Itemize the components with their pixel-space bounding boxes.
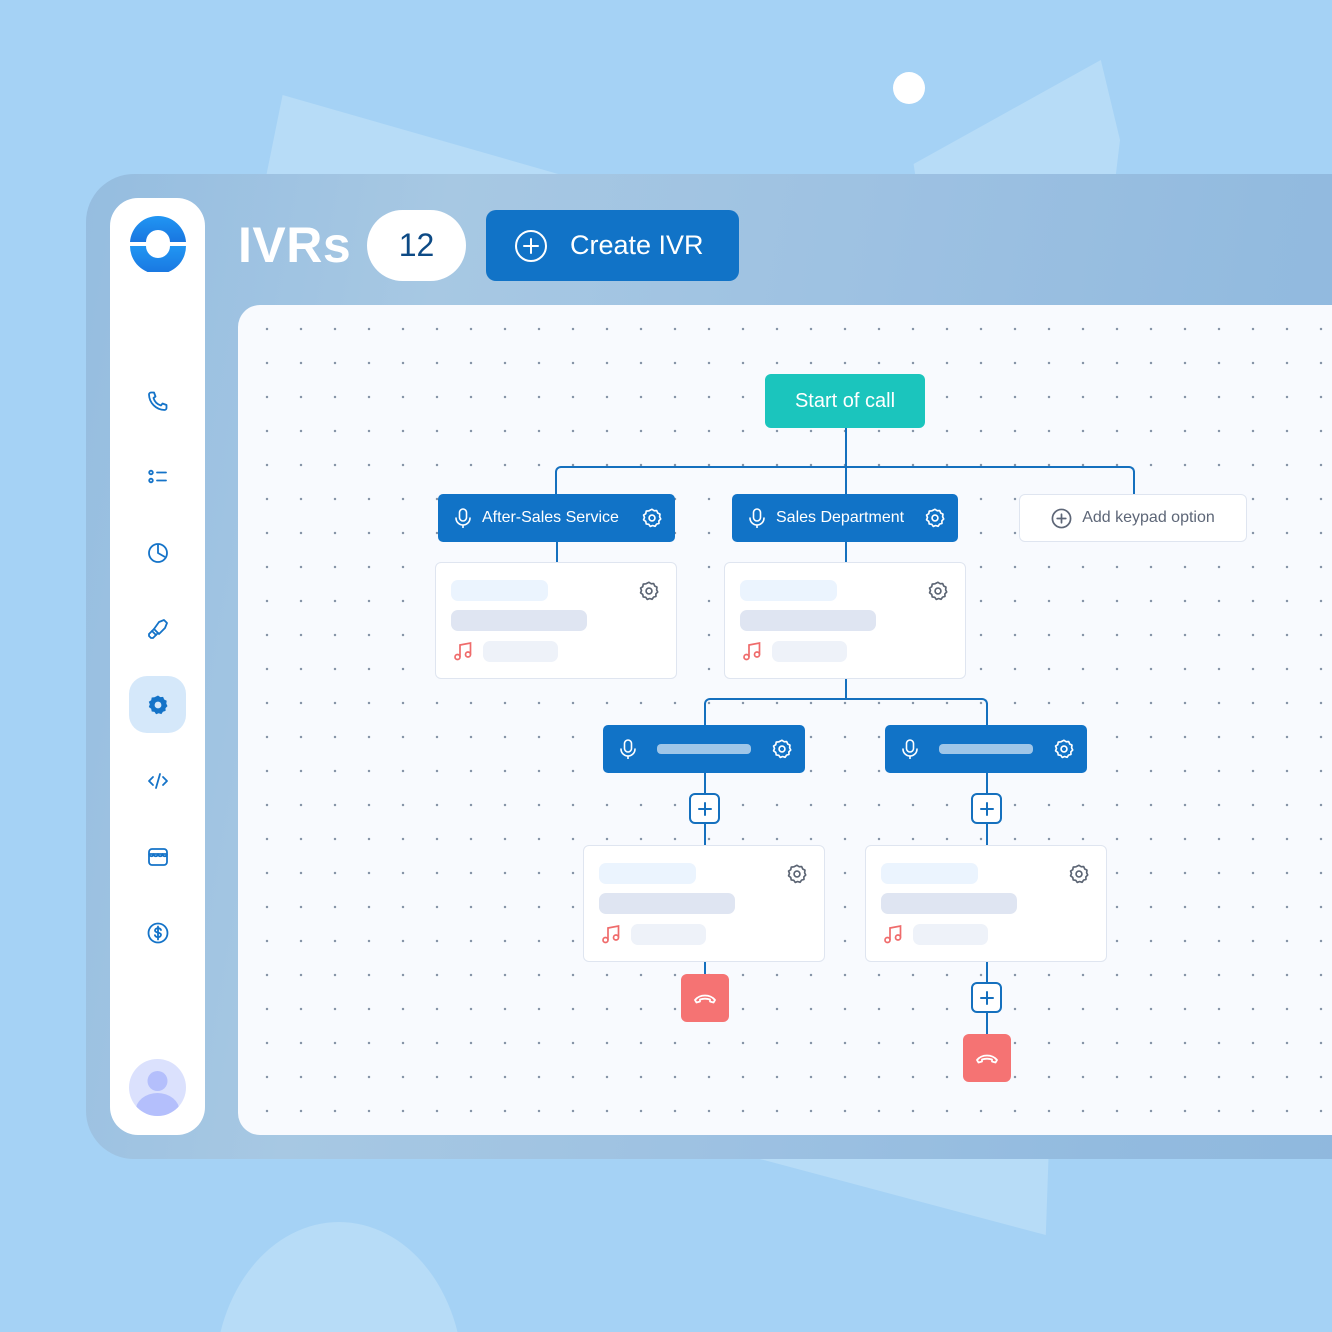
hang-up-node[interactable] (963, 1034, 1011, 1082)
hang-up-node[interactable] (681, 974, 729, 1022)
microphone-icon (455, 508, 471, 528)
microphone-icon (902, 739, 918, 759)
gear-icon[interactable] (927, 580, 949, 602)
sidebar-item-integrations[interactable] (129, 600, 186, 657)
option-label: After-Sales Service (482, 509, 619, 526)
microphone-icon (749, 508, 765, 528)
skeleton-line (599, 893, 735, 914)
plus-icon (979, 801, 994, 816)
microphone-icon (620, 739, 636, 759)
skeleton-line (451, 610, 587, 631)
message-card[interactable] (583, 845, 825, 962)
skeleton-line (913, 924, 988, 945)
background-shape (215, 1222, 463, 1332)
connector (845, 428, 847, 468)
sidebar-item-analytics[interactable] (129, 524, 186, 581)
gear-icon[interactable] (786, 863, 808, 885)
list-icon (147, 469, 167, 483)
plus-circle-icon (515, 229, 547, 262)
skeleton-label (657, 744, 751, 754)
skeleton-line (599, 863, 696, 884)
skeleton-line (740, 580, 837, 601)
add-step-button[interactable] (689, 793, 720, 824)
plus-icon (979, 990, 994, 1005)
store-icon (147, 847, 168, 866)
gear-icon[interactable] (924, 507, 946, 529)
skeleton-line (881, 863, 978, 884)
music-note-icon (743, 641, 761, 661)
flow-canvas[interactable] (238, 305, 1332, 1135)
skeleton-line (483, 641, 558, 662)
skeleton-line (740, 610, 876, 631)
gear-icon[interactable] (638, 580, 660, 602)
code-icon (147, 772, 168, 789)
skeleton-line (881, 893, 1017, 914)
sidebar-item-billing[interactable] (129, 904, 186, 961)
hang-up-icon (976, 1054, 998, 1064)
pie-chart-icon (147, 542, 168, 563)
user-icon (135, 1071, 180, 1116)
skeleton-line (631, 924, 706, 945)
music-note-icon (602, 924, 620, 944)
avatar[interactable] (129, 1059, 186, 1116)
keypad-option-placeholder[interactable] (885, 725, 1087, 773)
dollar-circle-icon (147, 922, 168, 943)
connector (845, 466, 847, 496)
option-label: Sales Department (776, 509, 905, 526)
connector (704, 961, 706, 975)
gear-icon[interactable] (1068, 863, 1090, 885)
skeleton-line (451, 580, 548, 601)
background-dot (893, 72, 925, 104)
add-step-button[interactable] (971, 793, 1002, 824)
ivr-count-badge: 12 (367, 210, 466, 281)
gear-icon (148, 695, 167, 714)
sidebar (110, 198, 205, 1135)
sidebar-item-lists[interactable] (129, 448, 186, 505)
music-note-icon (454, 641, 472, 661)
create-ivr-label: Create IVR (570, 230, 704, 260)
add-keypad-option-button[interactable]: Add keypad option (1019, 494, 1247, 542)
keypad-option-placeholder[interactable] (603, 725, 805, 773)
gear-icon[interactable] (1053, 738, 1075, 760)
message-card[interactable] (724, 562, 966, 679)
connector (845, 542, 847, 564)
create-ivr-button[interactable]: Create IVR (486, 210, 739, 281)
sidebar-item-calls[interactable] (129, 372, 186, 429)
add-keypad-option-label: Add keypad option (1082, 509, 1215, 526)
add-step-button[interactable] (971, 982, 1002, 1013)
sidebar-item-developers[interactable] (129, 752, 186, 809)
connector (704, 698, 988, 726)
music-note-icon (884, 924, 902, 944)
connector (556, 542, 558, 564)
message-card[interactable] (435, 562, 677, 679)
sidebar-item-settings[interactable] (129, 676, 186, 733)
start-of-call-node[interactable]: Start of call (765, 374, 925, 428)
gear-icon[interactable] (771, 738, 793, 760)
skeleton-line (772, 641, 847, 662)
connector (845, 678, 847, 700)
plus-icon (697, 801, 712, 816)
keypad-option-sales[interactable]: Sales Department (732, 494, 958, 542)
message-card[interactable] (865, 845, 1107, 962)
hang-up-icon (694, 994, 716, 1004)
sidebar-item-marketplace[interactable] (129, 828, 186, 885)
plus-circle-icon (1051, 508, 1072, 528)
plug-icon (147, 618, 168, 639)
phone-icon (147, 391, 167, 411)
page-title: IVRs (238, 217, 352, 273)
logo-icon (130, 216, 186, 272)
keypad-option-after-sales[interactable]: After-Sales Service (438, 494, 675, 542)
gear-icon[interactable] (641, 507, 663, 529)
skeleton-label (939, 744, 1033, 754)
